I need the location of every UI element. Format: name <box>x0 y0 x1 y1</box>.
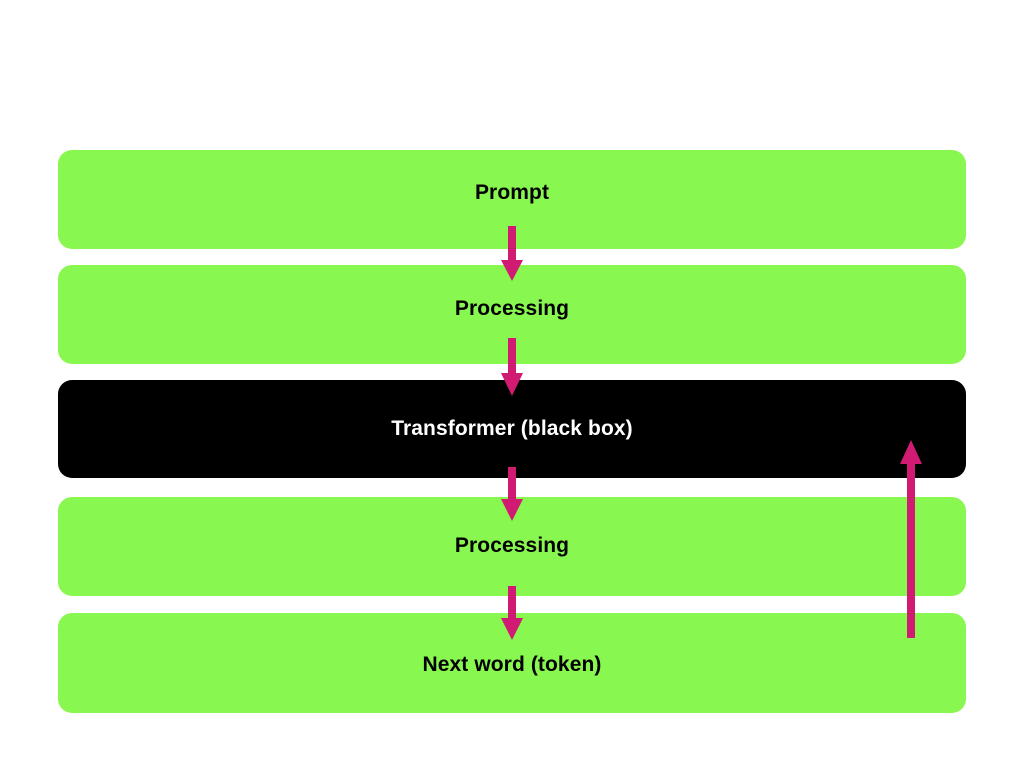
stage-next-word-label: Next word (token) <box>422 652 602 676</box>
stage-processing-output-label: Processing <box>454 534 570 557</box>
stage-next-word: Next word (token) <box>58 613 966 713</box>
stage-processing-input: Processing <box>58 265 966 364</box>
stage-prompt-label: Prompt <box>474 181 550 204</box>
stage-processing-output: Processing <box>58 497 966 596</box>
stage-processing-input-label: Processing <box>454 297 570 320</box>
stage-transformer: Transformer (black box) <box>58 380 966 478</box>
stage-prompt: Prompt <box>58 150 966 249</box>
stage-transformer-label: Transformer (black box) <box>391 416 633 440</box>
